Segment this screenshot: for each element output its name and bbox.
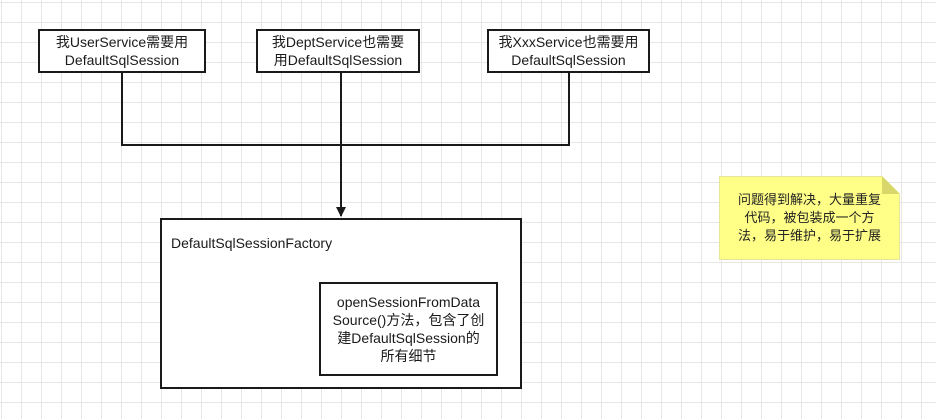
xxx-service-line1: 我XxxService也需要用 bbox=[498, 34, 639, 50]
method-line3: 建DefaultSqlSession的 bbox=[337, 330, 480, 346]
factory-title: DefaultSqlSessionFactory bbox=[171, 235, 333, 251]
user-service-box[interactable]: 我UserService需要用 DefaultSqlSession bbox=[38, 29, 206, 73]
xxx-service-box[interactable]: 我XxxService也需要用 DefaultSqlSession bbox=[487, 29, 650, 73]
method-box[interactable]: openSessionFromData Source()方法，包含了创 建Def… bbox=[319, 282, 498, 376]
connector-xxx-service bbox=[341, 73, 570, 146]
user-service-line1: 我UserService需要用 bbox=[55, 34, 189, 50]
method-line2: Source()方法，包含了创 bbox=[332, 312, 485, 328]
dept-service-line2: 用DefaultSqlSession bbox=[273, 52, 403, 68]
xxx-service-line2: DefaultSqlSession bbox=[511, 52, 626, 68]
sticky-note[interactable]: 问题得到解决，大量重复 代码，被包装成一个方 法，易于维护，易于扩展 bbox=[719, 176, 900, 260]
dept-service-label: 我DeptService也需要 用DefaultSqlSession bbox=[272, 33, 404, 69]
method-label: openSessionFromData Source()方法，包含了创 建Def… bbox=[333, 293, 485, 365]
method-line1: openSessionFromData bbox=[336, 294, 481, 310]
user-service-line2: DefaultSqlSession bbox=[64, 52, 180, 68]
dept-service-box[interactable]: 我DeptService也需要 用DefaultSqlSession bbox=[256, 29, 420, 73]
note-line3: 法，易于维护，易于扩展 bbox=[737, 228, 881, 243]
xxx-service-label: 我XxxService也需要用 DefaultSqlSession bbox=[498, 33, 638, 69]
dept-service-line1: 我DeptService也需要 bbox=[271, 34, 405, 50]
note-line2: 代码，被包装成一个方 bbox=[744, 210, 875, 225]
user-service-label: 我UserService需要用 DefaultSqlSession bbox=[56, 33, 188, 69]
note-line1: 问题得到解决，大量重复 bbox=[737, 192, 881, 207]
method-line4: 所有细节 bbox=[380, 348, 437, 364]
connector-user-service bbox=[121, 73, 341, 146]
